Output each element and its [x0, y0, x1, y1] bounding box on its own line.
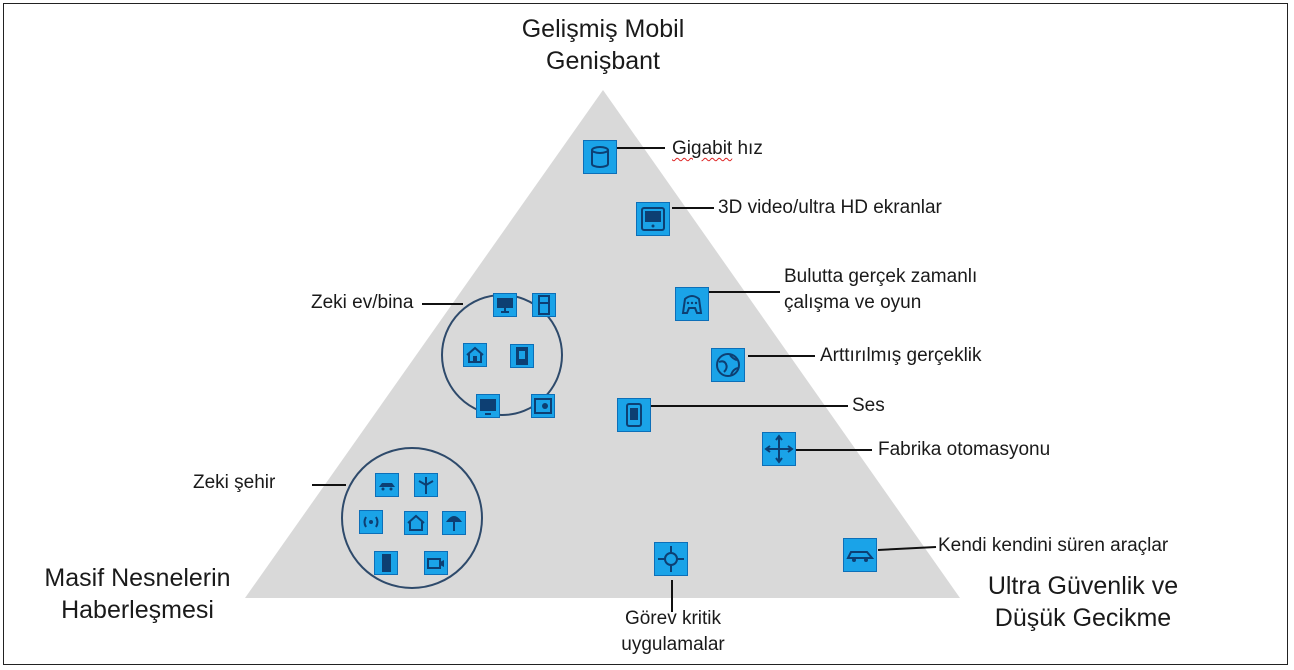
right-title-line2: Düşük Gecikme: [994, 604, 1172, 632]
tree-icon: [442, 511, 466, 535]
phone-icon: [617, 398, 651, 432]
label-mission: Görev kritik uygulamalar: [600, 606, 746, 658]
monitor-icon: [493, 293, 517, 317]
camera-icon: [424, 551, 448, 575]
antenna-icon: [359, 510, 383, 534]
label-ar: Arttırılmış gerçeklik: [820, 345, 982, 366]
door-lock-icon: [510, 344, 534, 368]
mobile-icon: [374, 551, 398, 575]
left-title-line1: Masif Nesnelerin: [44, 564, 231, 592]
right-corner-title: Ultra Güvenlik ve Düşük Gecikme: [953, 570, 1213, 634]
storage-cylinder-icon: [583, 140, 617, 174]
tv-icon: [476, 394, 500, 418]
pyramid-triangle: [245, 90, 960, 598]
label-mission-line2: uygulamalar: [621, 634, 725, 655]
house-icon: [463, 343, 487, 367]
label-mission-line1: Görev kritik: [624, 608, 722, 629]
label-selfdriving: Kendi kendini süren araçlar: [938, 535, 1169, 556]
label-cloud-line1: Bulutta gerçek zamanlı: [784, 266, 978, 287]
label-cloud: Bulutta gerçek zamanlı çalışma ve oyun: [784, 264, 977, 316]
washer-icon: [531, 394, 555, 418]
top-title-line1: Gelişmiş Mobil: [521, 15, 685, 43]
tablet-display-icon: [636, 202, 670, 236]
label-gigabit-word: Gigabit: [672, 138, 733, 159]
factory-arrows-icon: [762, 432, 796, 466]
label-video: 3D video/ultra HD ekranlar: [718, 197, 942, 218]
gamepad-icon: [675, 287, 709, 321]
windmill-icon: [414, 473, 438, 497]
label-gigabit: Gigabit hız: [672, 136, 763, 162]
leader-selfdriving: [877, 546, 937, 551]
label-voice: Ses: [852, 395, 885, 416]
label-factory: Fabrika otomasyonu: [878, 439, 1051, 460]
top-title-line2: Genişbant: [546, 47, 660, 75]
left-title-line2: Haberleşmesi: [61, 596, 214, 624]
label-smart-home: Zeki ev/bina: [311, 292, 414, 313]
label-smart-city: Zeki şehir: [193, 472, 276, 493]
left-corner-title: Masif Nesnelerin Haberleşmesi: [10, 562, 265, 626]
label-cloud-line2: çalışma ve oyun: [784, 292, 922, 313]
car-icon: [375, 473, 399, 497]
diagram-frame: [3, 3, 1288, 665]
globe-icon: [711, 348, 745, 382]
car-icon: [843, 538, 877, 572]
crosshair-icon: [654, 542, 688, 576]
house-icon: [404, 511, 428, 535]
smart-city-circle: [341, 447, 483, 589]
top-corner-title: Gelişmiş Mobil Genişbant: [478, 13, 728, 77]
fridge-icon: [532, 293, 556, 317]
label-gigabit-speed: hız: [732, 138, 763, 159]
right-title-line1: Ultra Güvenlik ve: [987, 572, 1179, 600]
